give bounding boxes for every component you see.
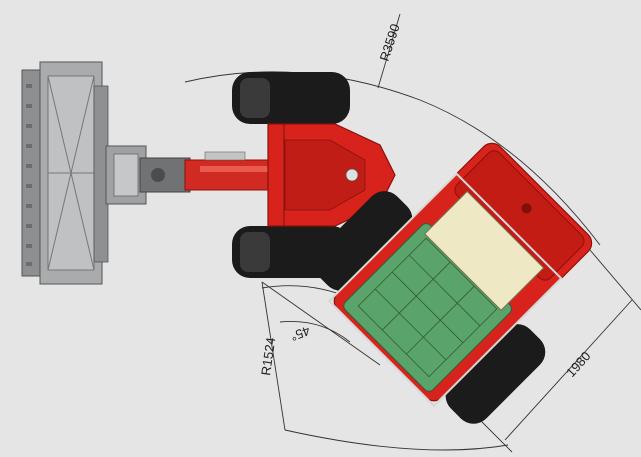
rear-left-tyre xyxy=(312,191,413,291)
dimension-lines xyxy=(184,13,641,453)
angle-arc xyxy=(279,321,351,343)
operator-platform xyxy=(424,190,545,311)
front-left-tyre xyxy=(232,72,350,124)
rear-body xyxy=(312,142,593,424)
angle-label: 45° xyxy=(288,323,312,344)
rear-right-tyre xyxy=(445,324,546,424)
width-label: 1980 xyxy=(563,348,593,380)
outer-radius-label: R3590 xyxy=(377,22,403,63)
inner-radius-line xyxy=(261,281,286,431)
outer-radius-leader xyxy=(377,13,401,89)
inner-radius-label: R1524 xyxy=(258,336,278,376)
coupling-hitch xyxy=(105,145,191,205)
width-dim-line xyxy=(504,299,633,441)
sweep-arc xyxy=(284,429,509,451)
front-attachment xyxy=(21,61,109,285)
front-chassis xyxy=(267,123,396,227)
angle-ray xyxy=(261,281,381,366)
width-ext-line-2 xyxy=(589,249,641,311)
